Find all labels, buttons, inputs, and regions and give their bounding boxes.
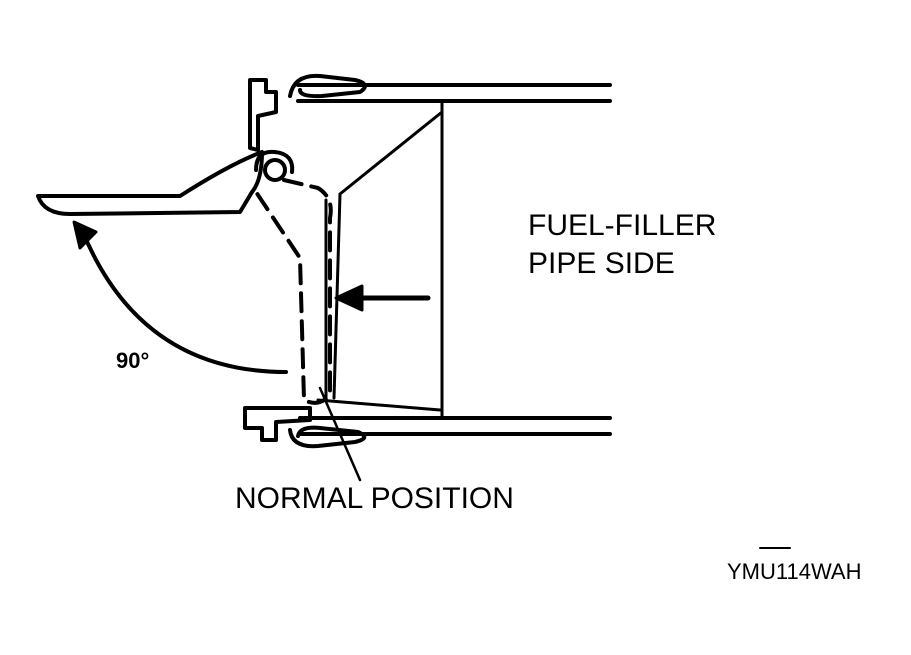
flapper-open-position bbox=[36, 150, 264, 216]
swing-arc-arrowhead bbox=[72, 220, 98, 250]
normal-position-leader bbox=[318, 386, 362, 482]
normal-position-label: NORMAL POSITION bbox=[235, 482, 514, 515]
upper-clamp-lip bbox=[288, 73, 367, 99]
angle-label: 90° bbox=[116, 348, 150, 373]
conical-seat-top bbox=[338, 110, 444, 196]
pipe-wall-top bbox=[296, 83, 612, 103]
pipe-wall-bottom bbox=[298, 416, 612, 436]
hinge-bracket bbox=[254, 149, 295, 174]
swing-arc bbox=[80, 228, 288, 374]
lower-clamp-lip bbox=[288, 425, 367, 449]
figure-code: YMU114WAH bbox=[727, 559, 862, 584]
pipe-side-label-line1: FUEL-FILLER bbox=[528, 209, 717, 242]
conical-seat-bottom bbox=[316, 398, 442, 412]
flapper-normal-position bbox=[250, 178, 333, 405]
lower-flange bbox=[243, 406, 312, 442]
pipe-side-label-line2: PIPE SIDE bbox=[528, 247, 675, 280]
upper-flange bbox=[248, 78, 278, 152]
push-arrow-head bbox=[334, 284, 364, 312]
hinge-pin bbox=[263, 158, 287, 182]
